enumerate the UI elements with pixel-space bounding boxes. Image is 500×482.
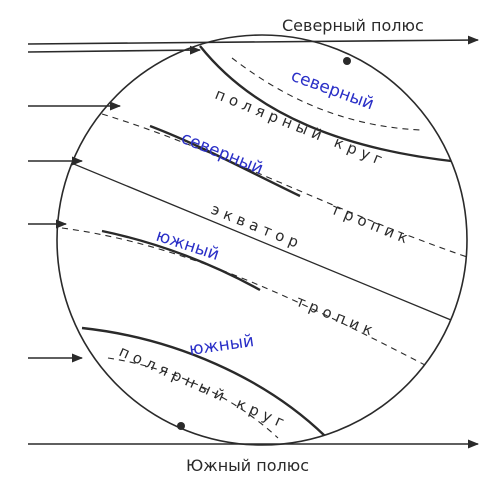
south-tropic-dashed — [61, 227, 451, 379]
south-pole-dot — [177, 422, 185, 430]
arctic-circle-dashed — [231, 57, 421, 131]
antarctic-circle-dashed — [107, 357, 279, 439]
north-arctic-word-label: северный — [288, 66, 376, 114]
sun-rays — [27, 35, 480, 449]
globe-outline — [56, 34, 468, 446]
north-tropic-dashed — [101, 113, 467, 259]
ray-top-upper — [27, 35, 480, 45]
south-tropic-word-label: южный — [153, 226, 221, 265]
north-tropic-label: тропик — [329, 200, 416, 249]
antarctic-circle-solid — [81, 326, 326, 437]
equator-label: экватор — [209, 200, 306, 253]
equator-line — [57, 149, 467, 333]
arctic-circle-solid — [199, 45, 461, 164]
south-pole-label: Южный полюс — [186, 456, 309, 475]
south-antarctic-word-label: южный — [188, 331, 255, 360]
south-tropic-solid — [101, 229, 261, 292]
south-tropic-label: тропик — [294, 292, 381, 341]
north-tropic-word-label: северный — [178, 128, 266, 179]
ray-top-lower — [27, 45, 202, 55]
north-tropic-solid — [149, 124, 301, 198]
north-pole-dot — [343, 57, 351, 65]
north-pole-label: Северный полюс — [282, 16, 424, 35]
